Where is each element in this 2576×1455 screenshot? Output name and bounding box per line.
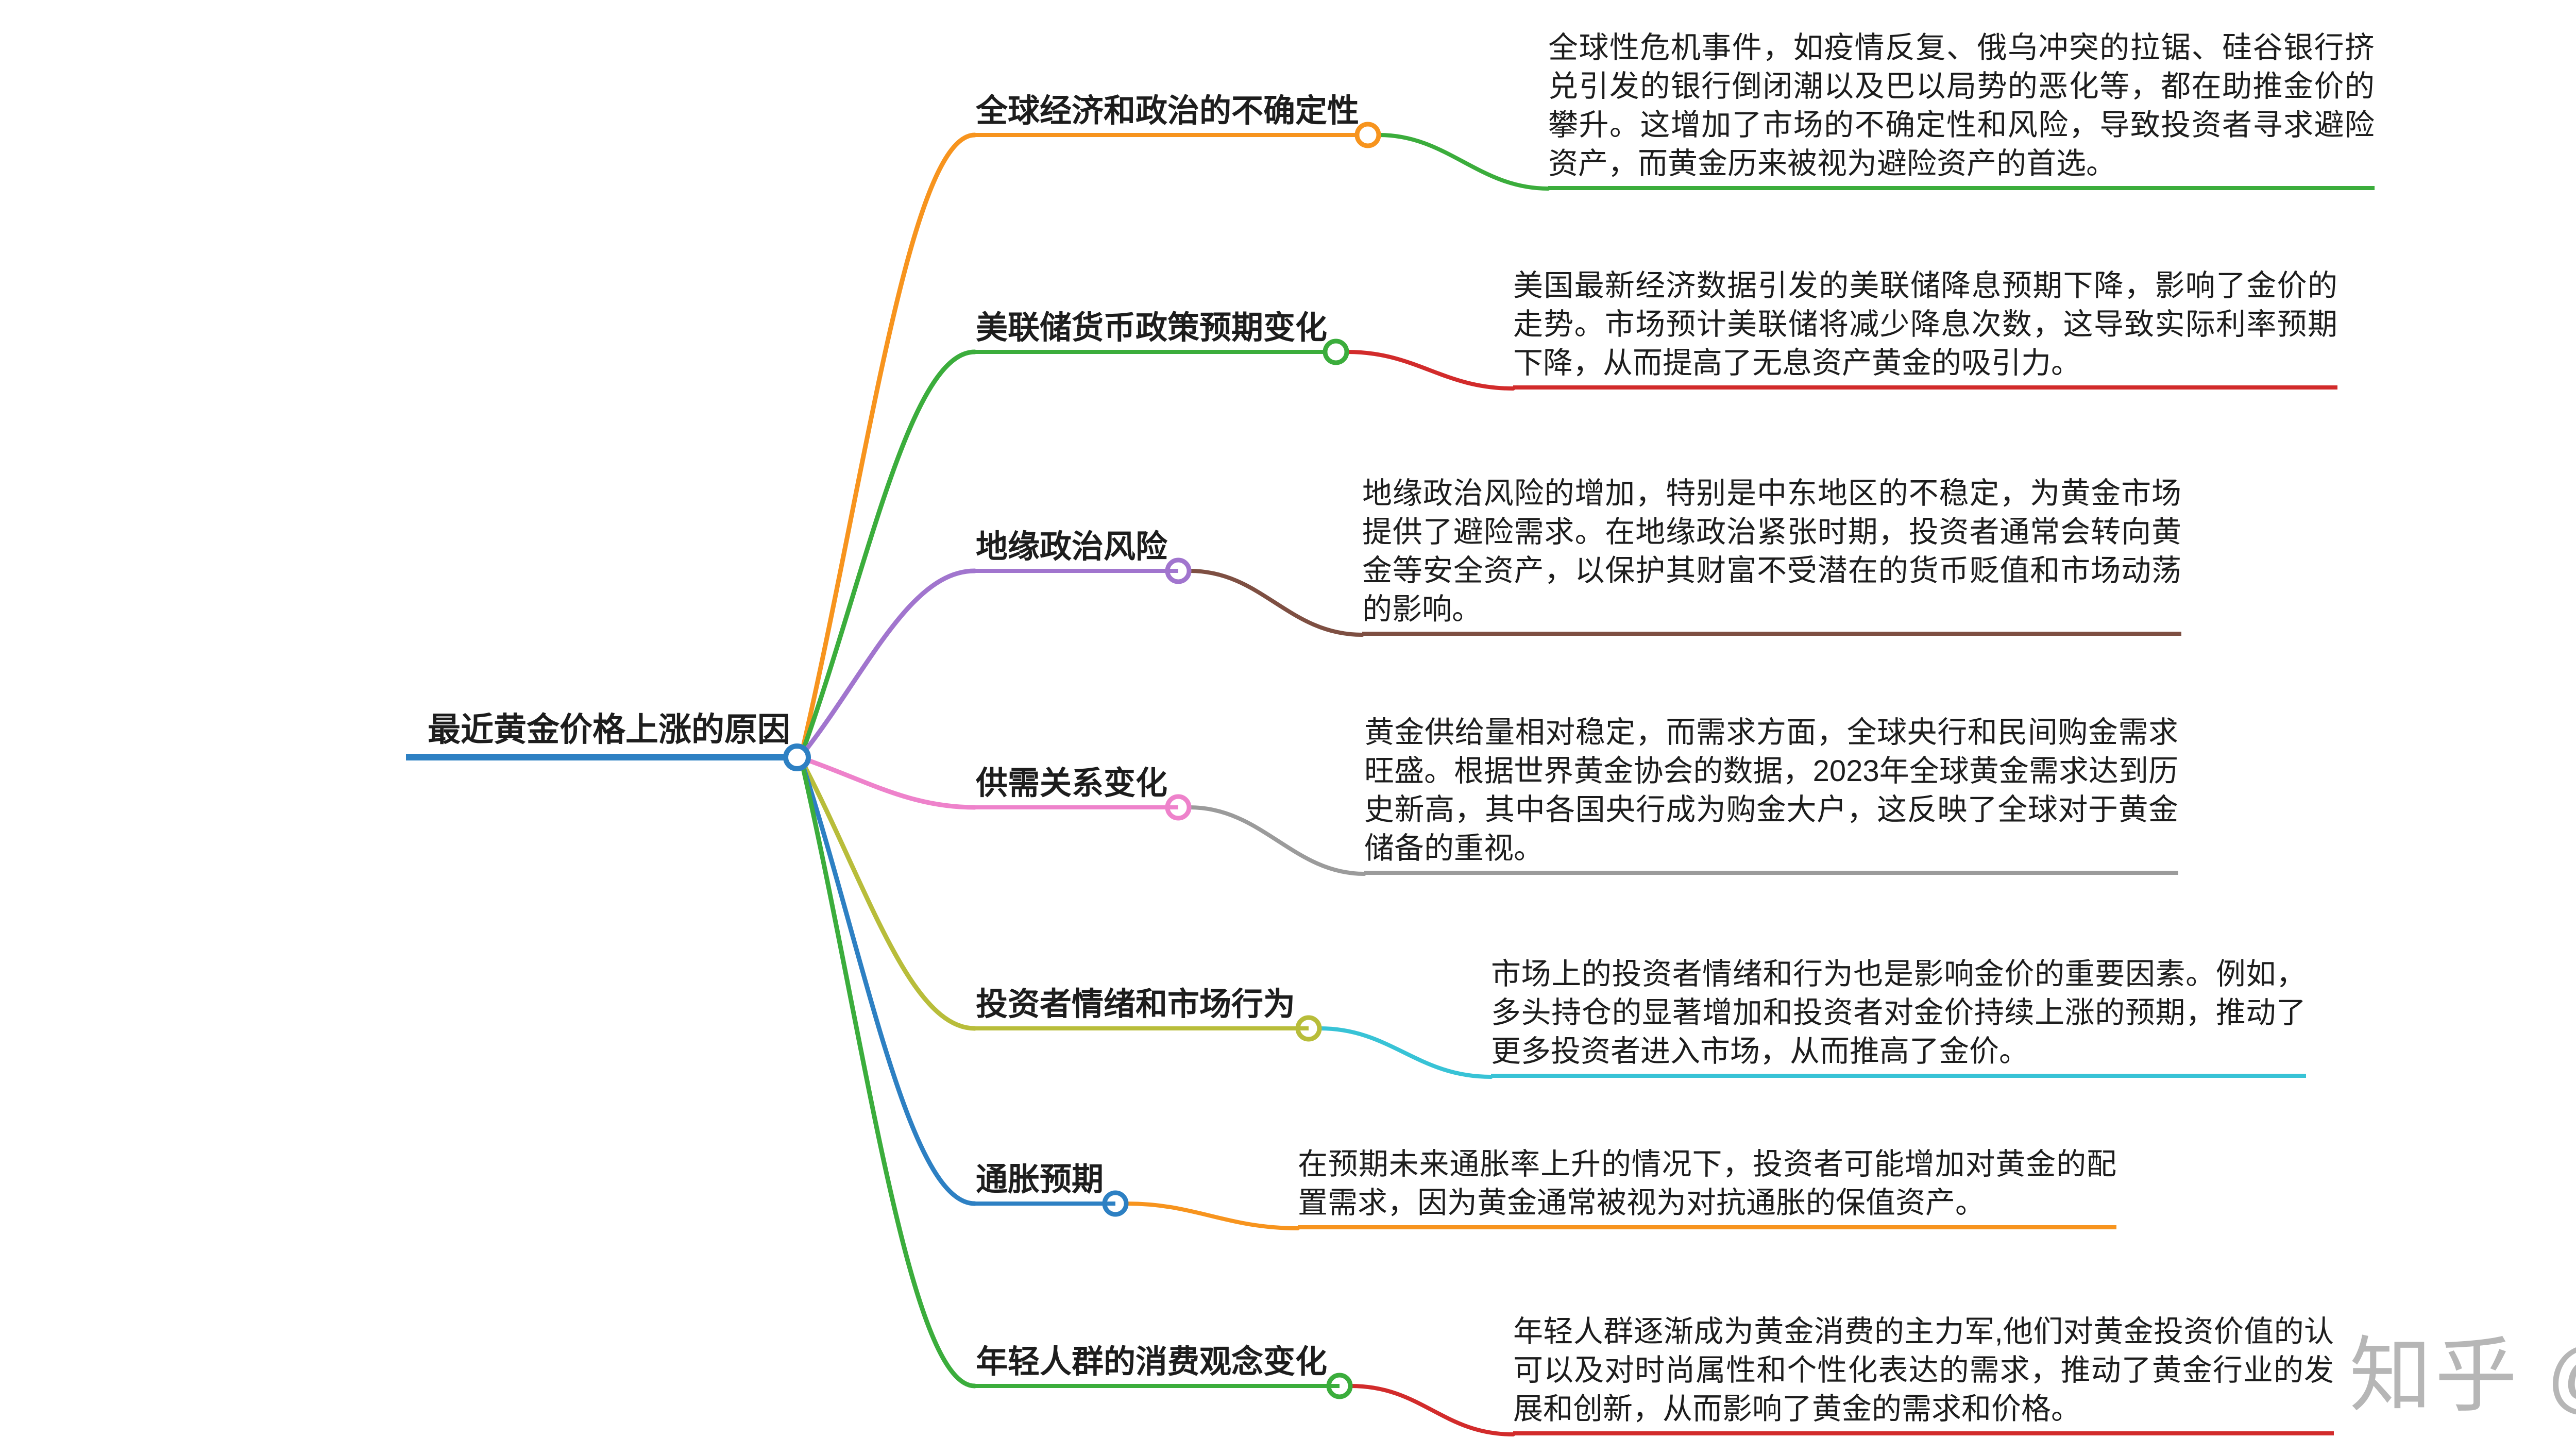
branch-label: 年轻人群的消费观念变化: [974, 1344, 1340, 1388]
root-node: 最近黄金价格上涨的原因: [406, 710, 790, 760]
watermark: 知乎 @金浩: [2349, 1329, 2576, 1422]
branch-label-text: 供需关系变化: [976, 766, 1168, 801]
branch-curve: [799, 758, 977, 1031]
branch-label-text: 美联储货币政策预期变化: [976, 310, 1328, 346]
branch-label-text: 地缘政治风险: [976, 529, 1168, 565]
branch-detail-text: 在预期未来通胀率上升的情况下，投资者可能增加对黄金的配置需求，因为黄金通常被视为…: [1298, 1145, 2116, 1229]
root-label: 最近黄金价格上涨的原因: [428, 711, 790, 748]
branch-label: 通胀预期: [974, 1161, 1115, 1206]
detail-curve: [1125, 1202, 1300, 1230]
branch-label: 投资者情绪和市场行为: [974, 986, 1309, 1030]
branch-curve: [799, 759, 977, 1389]
branch-label-text: 年轻人群的消费观念变化: [976, 1344, 1328, 1380]
branch-detail-text: 年轻人群逐渐成为黄金消费的主力军,他们对黄金投资价值的认可以及对时尚属性和个性化…: [1513, 1312, 2334, 1435]
branch-curve: [799, 568, 977, 758]
branch-label-text: 全球经济和政治的不确定性: [976, 93, 1360, 129]
detail-curve: [1377, 133, 1550, 191]
branch-detail-text: 市场上的投资者情绪和行为也是影响金价的重要因素。例如，多头持仓的显著增加和投资者…: [1491, 955, 2306, 1078]
branch-label: 供需关系变化: [974, 765, 1178, 809]
branch-detail-text: 美国最新经济数据引发的美联储降息预期下降，影响了金价的走势。市场预计美联储将减少…: [1513, 266, 2337, 390]
branch-node-circle: [1323, 339, 1349, 365]
branch-label: 美联储货币政策预期变化: [974, 310, 1327, 354]
detail-curve: [1349, 1384, 1515, 1436]
branch-label-text: 通胀预期: [976, 1162, 1104, 1197]
branch-detail-text: 地缘政治风险的增加，特别是中东地区的不稳定，为黄金市场提供了避险需求。在地缘政治…: [1362, 474, 2181, 636]
detail-curve: [1188, 569, 1364, 637]
branch-curve: [799, 132, 977, 756]
branch-detail-text: 黄金供给量相对稳定，而需求方面，全球央行和民间购金需求旺盛。根据世界黄金协会的数…: [1364, 713, 2178, 875]
detail-curve: [1318, 1026, 1493, 1079]
branch-curve: [799, 759, 977, 1206]
branch-label-text: 投资者情绪和市场行为: [976, 987, 1296, 1022]
branch-label: 地缘政治风险: [974, 529, 1178, 573]
detail-curve: [1188, 805, 1366, 876]
branch-label: 全球经济和政治的不确定性: [974, 93, 1359, 137]
branch-node-circle: [1354, 122, 1381, 148]
branch-curve: [799, 349, 977, 757]
branch-curve: [800, 756, 977, 810]
detail-curve: [1345, 350, 1515, 391]
branch-detail-text: 全球性危机事件，如疫情反复、俄乌冲突的拉锯、硅谷银行挤兑引发的银行倒闭潮以及巴以…: [1548, 28, 2375, 190]
